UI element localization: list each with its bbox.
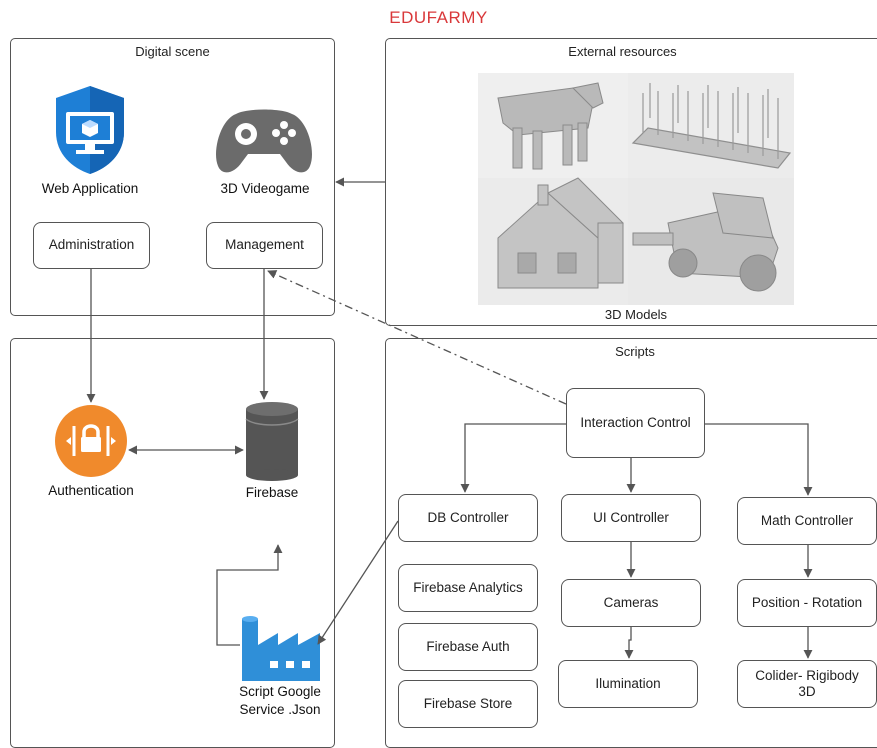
- script-service-label-line2: Service .Json: [239, 702, 321, 717]
- factory-icon: [240, 615, 322, 681]
- firebase-analytics-box[interactable]: Firebase Analytics: [398, 564, 538, 612]
- script-to-firebase-arrow: [216, 544, 283, 646]
- firebase-auth-box[interactable]: Firebase Auth: [398, 623, 538, 671]
- cameras-to-ilumination-arrow: [624, 627, 634, 659]
- lock-icon: [54, 404, 128, 478]
- management-box[interactable]: Management: [206, 222, 323, 269]
- tractor-model-icon: [632, 192, 779, 292]
- ilumination-box[interactable]: Ilumination: [558, 660, 698, 708]
- digital-scene-label: Digital scene: [135, 44, 210, 59]
- colider-rigibody-box[interactable]: Colider- Rigibody 3D: [737, 660, 877, 708]
- firebase-label: Firebase: [245, 485, 299, 500]
- cameras-box[interactable]: Cameras: [561, 579, 701, 627]
- web-application-icon: [52, 84, 128, 176]
- diagram-title: EDUFARMY: [389, 8, 488, 27]
- cow-model-icon: [497, 82, 604, 170]
- math-controller-box[interactable]: Math Controller: [737, 497, 877, 545]
- authentication-label: Authentication: [48, 483, 134, 498]
- videogame-label: 3D Videogame: [220, 181, 310, 196]
- digital-scene-panel: [10, 38, 335, 316]
- position-rotation-box[interactable]: Position - Rotation: [737, 579, 877, 627]
- interaction-to-management-arrow: [267, 270, 567, 405]
- crop-field-icon: [631, 83, 792, 169]
- db-controller-box[interactable]: DB Controller: [398, 494, 538, 542]
- interaction-to-math-arrow: [705, 423, 813, 496]
- database-icon: [245, 401, 299, 481]
- interaction-control-box[interactable]: Interaction Control: [566, 388, 705, 458]
- administration-box[interactable]: Administration: [33, 222, 150, 269]
- firebase-store-box[interactable]: Firebase Store: [398, 680, 538, 728]
- web-application-label: Web Application: [41, 181, 139, 196]
- interaction-to-db-arrow: [460, 423, 566, 493]
- colider-label-line2: 3D: [798, 684, 816, 699]
- db-to-script-arrow: [317, 520, 399, 645]
- external-resources-label: External resources: [568, 44, 677, 59]
- 3d-models-image: [478, 73, 794, 305]
- 3d-models-caption: 3D Models: [604, 307, 668, 322]
- colider-label-line1: Colider- Rigibody: [755, 667, 859, 683]
- house-model-icon: [497, 177, 624, 289]
- ui-controller-box[interactable]: UI Controller: [561, 494, 701, 542]
- scripts-label: Scripts: [615, 344, 655, 359]
- script-service-label-line1: Script Google: [239, 684, 321, 699]
- gamepad-icon: [212, 106, 316, 176]
